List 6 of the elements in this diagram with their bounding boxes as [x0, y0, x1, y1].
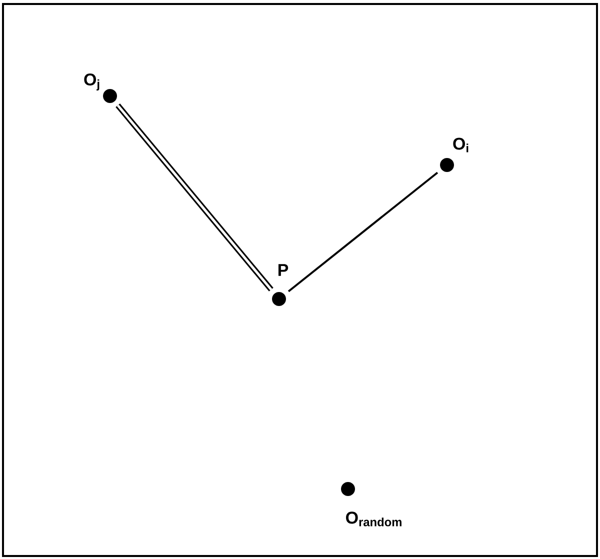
- line: [116, 104, 274, 292]
- point-label: O$_{random}$: [346, 512, 402, 526]
- point-label: P: [278, 264, 288, 276]
- line: [288, 172, 438, 292]
- point-label: O$_{i}$: [453, 138, 468, 152]
- point-label: O$_{j}$: [84, 73, 100, 90]
